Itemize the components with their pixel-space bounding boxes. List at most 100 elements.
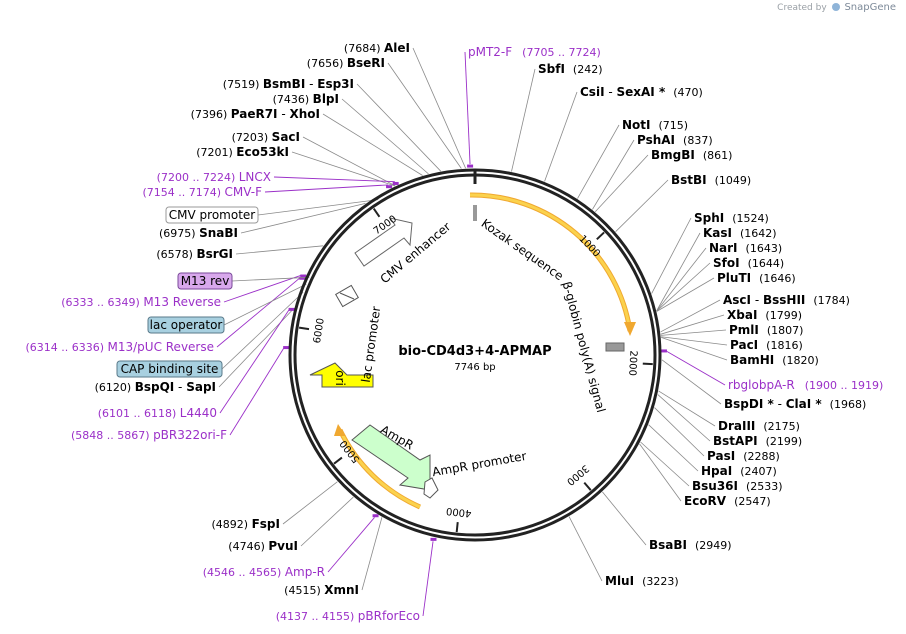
enzyme-connector	[594, 154, 649, 213]
connector-lines	[216, 47, 728, 617]
enzyme-name: NarI	[709, 241, 738, 255]
tick-mark	[298, 326, 310, 331]
enzyme-name: SfoI	[713, 256, 740, 270]
primer-label: (7154 .. 7174) CMV-F	[142, 185, 262, 199]
enzyme-connector	[361, 517, 383, 591]
primer-connector	[422, 541, 434, 617]
primer-connector	[327, 517, 375, 573]
enzyme-label: BsaBI(2949)	[649, 538, 732, 552]
enzyme-connector	[544, 91, 578, 182]
enzyme-label: PluTI(1646)	[717, 271, 796, 285]
enzyme-label: (7396) PaeR7I - XhoI	[191, 107, 320, 121]
enzyme-position: (2407)	[740, 465, 777, 478]
enzyme-site: SfoI(1644)	[713, 256, 784, 270]
enzyme-position: (3223)	[642, 575, 679, 588]
enzyme-site: (7396) PaeR7I - XhoI	[191, 107, 320, 121]
enzyme-position: (4515)	[284, 584, 324, 597]
enzyme-label: PasI(2288)	[707, 449, 780, 463]
enzyme-name: BsmBI	[263, 77, 305, 91]
enzyme-position: (1968)	[830, 398, 867, 411]
enzyme-label: (4746) PvuI	[228, 539, 298, 553]
enzyme-name: FspI	[252, 517, 280, 531]
ampr-arc-head	[334, 424, 346, 436]
enzyme-connector	[341, 98, 429, 175]
enzyme-name: BsaBI	[649, 538, 687, 552]
enzyme-site: (4515) XmnI	[284, 583, 359, 597]
feature-box-label: M13 rev	[177, 272, 233, 290]
feature-box-text: CAP binding site	[121, 362, 219, 376]
tick-label: 6000	[312, 317, 327, 344]
enzyme-label: (7436) BlpI	[273, 92, 339, 106]
enzyme-site: BstBI(1049)	[671, 173, 751, 187]
enzyme-position: (1643)	[746, 242, 783, 255]
enzyme-name: XmnI	[324, 583, 359, 597]
enzyme-site: (6975) SnaBI	[159, 226, 238, 240]
enzyme-name: BseRI	[347, 56, 385, 70]
enzyme-position: (715)	[659, 119, 689, 132]
primer-site: rbglobpA-R(1900 .. 1919)	[728, 378, 883, 392]
feature-label: lac promoter	[359, 305, 384, 383]
enzyme-connector	[639, 443, 682, 502]
enzyme-label: (7203) SacI	[232, 130, 300, 144]
primer-connector	[273, 176, 395, 183]
feature-box-text: lac operator	[150, 318, 223, 332]
feature-box-connector	[257, 199, 379, 216]
enzyme-site: (7656) BseRI	[307, 56, 385, 70]
enzyme-connector	[356, 83, 442, 172]
feature-box-connector	[223, 283, 307, 326]
primer-label: pMT2-F(7705 .. 7724)	[468, 45, 601, 59]
enzyme-site: Bsu36I(2533)	[692, 479, 783, 493]
site-labels: SbfI(242)CsiI - SexAI *(470)NotI(715)Psh…	[25, 41, 883, 623]
enzyme-name: Eco53kI	[236, 145, 289, 159]
enzyme-position: (7519)	[223, 78, 263, 91]
enzyme-site: KasI(1642)	[703, 226, 777, 240]
enzyme-connector	[592, 139, 635, 210]
primer-range: (6101 .. 6118)	[98, 407, 180, 420]
enzyme-site: (4892) FspI	[212, 517, 280, 531]
enzyme-site: PshAI(837)	[637, 133, 713, 147]
primer-label: (7200 .. 7224) LNCX	[157, 170, 271, 184]
plasmid-name: bio-CD4d3+4-APMAP	[398, 344, 551, 359]
enzyme-label: PacI(1816)	[730, 338, 803, 352]
primer-range: (5848 .. 5867)	[71, 429, 153, 442]
feature-box	[165, 206, 259, 224]
ampr-arc-core	[338, 429, 421, 509]
enzyme-connector	[651, 217, 692, 294]
primer-site: (6333 .. 6349) M13 Reverse	[61, 295, 221, 309]
polyA-marker	[605, 342, 625, 352]
cds-arc-upper-core	[469, 193, 632, 332]
enzyme-connector	[648, 424, 699, 472]
enzyme-site: HpaI(2407)	[701, 464, 777, 478]
enzyme-label: (6120) BspQI - SapI	[95, 380, 216, 394]
primer-label: (6314 .. 6336) M13/pUC Reverse	[25, 340, 214, 354]
enzyme-name: SnaBI	[199, 226, 238, 240]
enzyme-position: (1820)	[782, 354, 819, 367]
enzyme-label: (4892) FspI	[212, 517, 280, 531]
enzyme-connector	[511, 68, 536, 172]
enzyme-position: (7396)	[191, 108, 231, 121]
primer-connector	[219, 308, 291, 414]
primer-name: Amp-R	[285, 565, 325, 579]
primer-label: (6333 .. 6349) M13 Reverse	[61, 295, 221, 309]
enzyme-connector	[657, 394, 711, 442]
enzyme-sep: -	[305, 77, 317, 91]
primer-range: (7154 .. 7174)	[142, 186, 224, 199]
feature-box-connector	[231, 276, 310, 282]
primer-name: M13/pUC Reverse	[108, 340, 215, 354]
enzyme-connector	[661, 336, 728, 346]
enzyme-connector	[660, 314, 725, 335]
enzyme-site: SbfI(242)	[538, 62, 603, 76]
enzyme-sep: -	[605, 85, 617, 99]
primer-marker	[300, 274, 307, 278]
primer-marker	[372, 514, 379, 518]
enzyme-label: CsiI - SexAI *(470)	[580, 85, 703, 99]
enzyme-name: BspQI	[135, 380, 175, 394]
enzyme-name-2: Esp3I	[317, 77, 354, 91]
enzyme-position: (1816)	[766, 339, 803, 352]
enzyme-connector	[661, 359, 722, 405]
enzyme-name: PvuI	[268, 539, 298, 553]
primer-connector	[665, 350, 726, 386]
enzyme-connector	[300, 496, 354, 547]
enzyme-name: AleI	[384, 41, 410, 55]
